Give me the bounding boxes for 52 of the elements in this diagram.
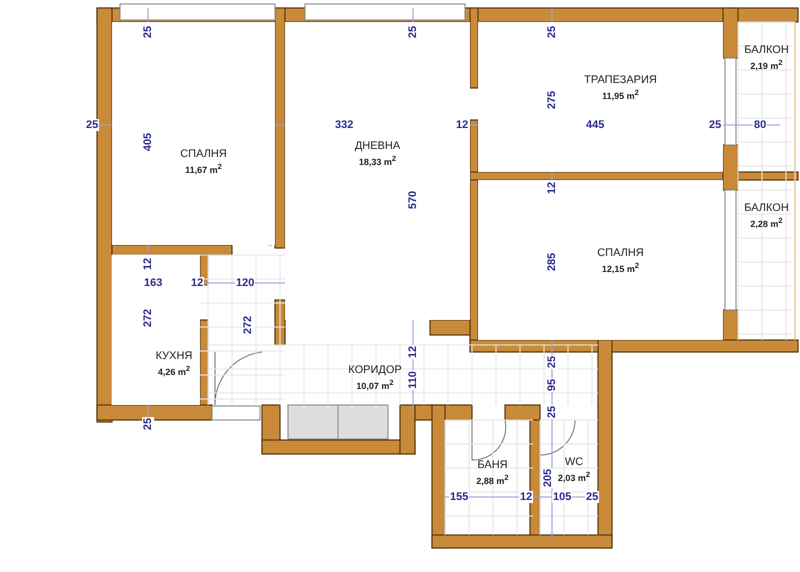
room [112,22,275,245]
room-name: БАНЯ [477,459,508,471]
area-label: 2,03 m$^{2}$ [558,470,590,483]
room [285,22,470,320]
room [478,22,723,172]
room-name: WC [564,456,584,468]
area-label: 12,15 m$^{2}$ [602,260,640,274]
dimension-label: 405 [142,132,154,152]
room-name: БАЛКОН [744,202,789,214]
room-name: КУХНЯ [156,350,192,362]
area-label: 11,95 m$^{2}$ [602,88,639,100]
room-name: СПАЛНЯ [597,246,644,258]
room-name: ДНЕВНА [354,140,400,152]
room-name: БАЛКОН [744,44,789,56]
dimension-label: 25 [142,416,154,432]
dimension-label: 25 [585,491,600,503]
room-name: ТРАПЕЗАРИЯ [584,74,657,86]
dimension-label: 105 [552,491,572,503]
area-label: 2,88 m$^{2}$ [476,473,509,486]
area-label: 2,19 m$^{2}$ [750,58,783,70]
dimension-label: 25 [546,404,558,420]
dimension-label: 25 [546,354,558,370]
dimension-label: 25 [546,24,558,40]
dimension-label: 120 [235,277,256,289]
dimension-label: 95 [546,378,558,392]
dimension-label: 25 [142,24,154,40]
area-label: 18,33 m$^{2}$ [358,154,396,166]
dimension-label: 570 [407,190,420,210]
dimension-label: 110 [406,370,419,390]
dimension-label: 205 [542,468,554,488]
dimension-label: 12 [455,119,470,131]
dimension-label: 155 [449,491,470,503]
dimension-label: 445 [585,119,606,131]
dimension-label: 80 [753,119,768,131]
area-label: 10,07 m$^{2}$ [356,378,394,390]
dimension-label: 12 [190,277,204,289]
area-label: 11,67 m$^{2}$ [185,162,222,175]
dimension-label: 275 [546,90,558,110]
dimension-label: 12 [407,344,420,360]
room-name: КОРИДОР [348,364,402,376]
area-label: 4,26 m$^{2}$ [158,364,190,376]
room [478,180,723,340]
dimension-label: 25 [407,24,420,40]
dimension-label: 285 [546,252,558,272]
area-label: 2,28 m$^{2}$ [750,216,783,228]
dimension-label: 332 [334,119,354,131]
dimension-label: 163 [143,277,164,289]
dimension-label: 25 [85,119,100,131]
dimension-label: 272 [242,314,254,336]
dimension-label: 12 [519,491,534,503]
room-name: СПАЛНЯ [180,148,227,160]
dimension-label: 25 [708,119,722,131]
